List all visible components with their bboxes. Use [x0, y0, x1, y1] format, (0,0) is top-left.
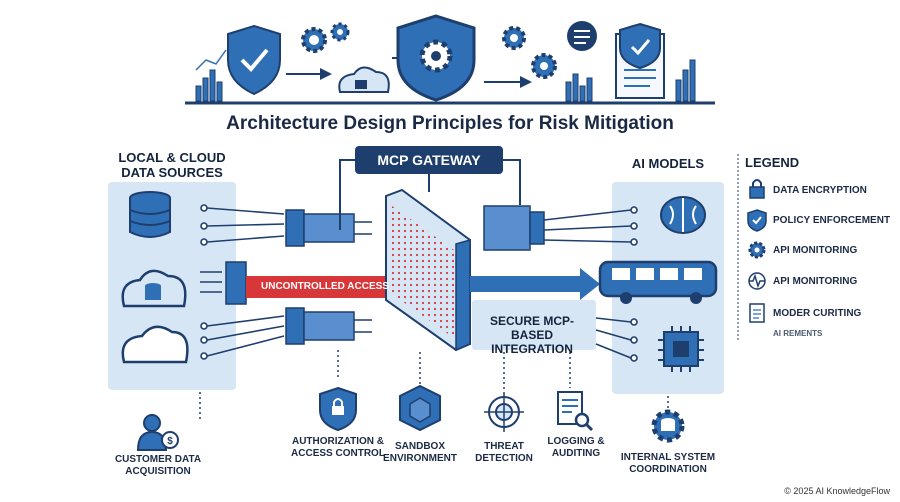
page-title: Architecture Design Principles for Risk … [226, 113, 674, 134]
connector-bundle [225, 209, 372, 345]
gear-icon [330, 22, 350, 42]
bar-chart-icon [675, 59, 696, 102]
database-icon [129, 191, 171, 238]
legend [737, 154, 767, 340]
threat-detection-label: THREAT DETECTION [475, 441, 533, 464]
secure-integration-label: SECURE MCP-BASED INTEGRATION [489, 314, 574, 356]
log-search-icon [557, 391, 594, 432]
pulse-icon [748, 272, 766, 290]
internal-coordination-label: INTERNAL SYSTEM COORDINATION [620, 452, 716, 475]
dotted-links [199, 350, 669, 420]
shield-gear-icon [396, 14, 476, 102]
bar-chart-icon [565, 73, 593, 102]
gear-icon [531, 53, 557, 79]
gear-icon [748, 241, 766, 259]
cloud-database-icon [121, 269, 187, 308]
bar-chart-icon [195, 49, 227, 102]
uncontrolled-access-label: UNCONTROLLED ACCESS [261, 281, 389, 292]
cloud-icon [121, 325, 189, 364]
left-panel [108, 182, 285, 390]
threat-target-icon [484, 392, 524, 432]
right-panel-heading: AI MODELS [631, 156, 705, 171]
gear-icon [301, 27, 327, 53]
shield-check-icon [747, 209, 767, 232]
legend-heading: LEGEND [745, 155, 800, 170]
legend-item-label: DATA ENCRYPTION [773, 185, 867, 196]
secure-arrow [470, 268, 600, 350]
legend-item-label: POLICY ENFORCEMENT [773, 215, 891, 226]
legend-item-label: MODER CURITING [773, 308, 862, 319]
bus-icon [598, 260, 718, 304]
right-panel [543, 182, 724, 394]
svg-text:$: $ [167, 436, 173, 447]
document-icon [749, 303, 765, 323]
top-banner [185, 14, 715, 105]
shield-check-icon [227, 24, 281, 96]
gateway-wall [385, 174, 471, 352]
connector-bundle [483, 205, 545, 251]
gear-icon [502, 26, 526, 50]
legend-item-label: API MONITORING [773, 245, 858, 256]
logging-label: LOGGING & AUDITING [547, 436, 605, 459]
legend-item-label: API MONITORING [773, 276, 858, 287]
gear-database-icon [651, 409, 685, 443]
cloud-lock-icon [338, 66, 390, 93]
legend-footnote: AI REMENTS [773, 329, 823, 338]
document-check-icon [615, 22, 665, 99]
sandbox-cube-icon [399, 384, 441, 432]
lock-icon [749, 179, 765, 199]
shield-lock-icon [319, 386, 357, 432]
settings-circle-icon [567, 21, 597, 51]
customer-data-label: CUSTOMER DATA ACQUISITION [114, 454, 202, 477]
brain-icon [660, 196, 706, 234]
chip-icon [658, 326, 704, 372]
sandbox-label: SANDBOX ENVIRONMENT [383, 441, 457, 464]
authorization-label: AUTHORIZATION & ACCESS CONTROL [291, 436, 385, 459]
copyright-footer: © 2025 AI KnowledgeFlow [784, 486, 890, 496]
gateway-label: MCP GATEWAY [355, 146, 503, 174]
left-panel-heading: LOCAL & CLOUD DATA SOURCES [118, 150, 226, 180]
customer-data-icon: $ [136, 414, 179, 451]
